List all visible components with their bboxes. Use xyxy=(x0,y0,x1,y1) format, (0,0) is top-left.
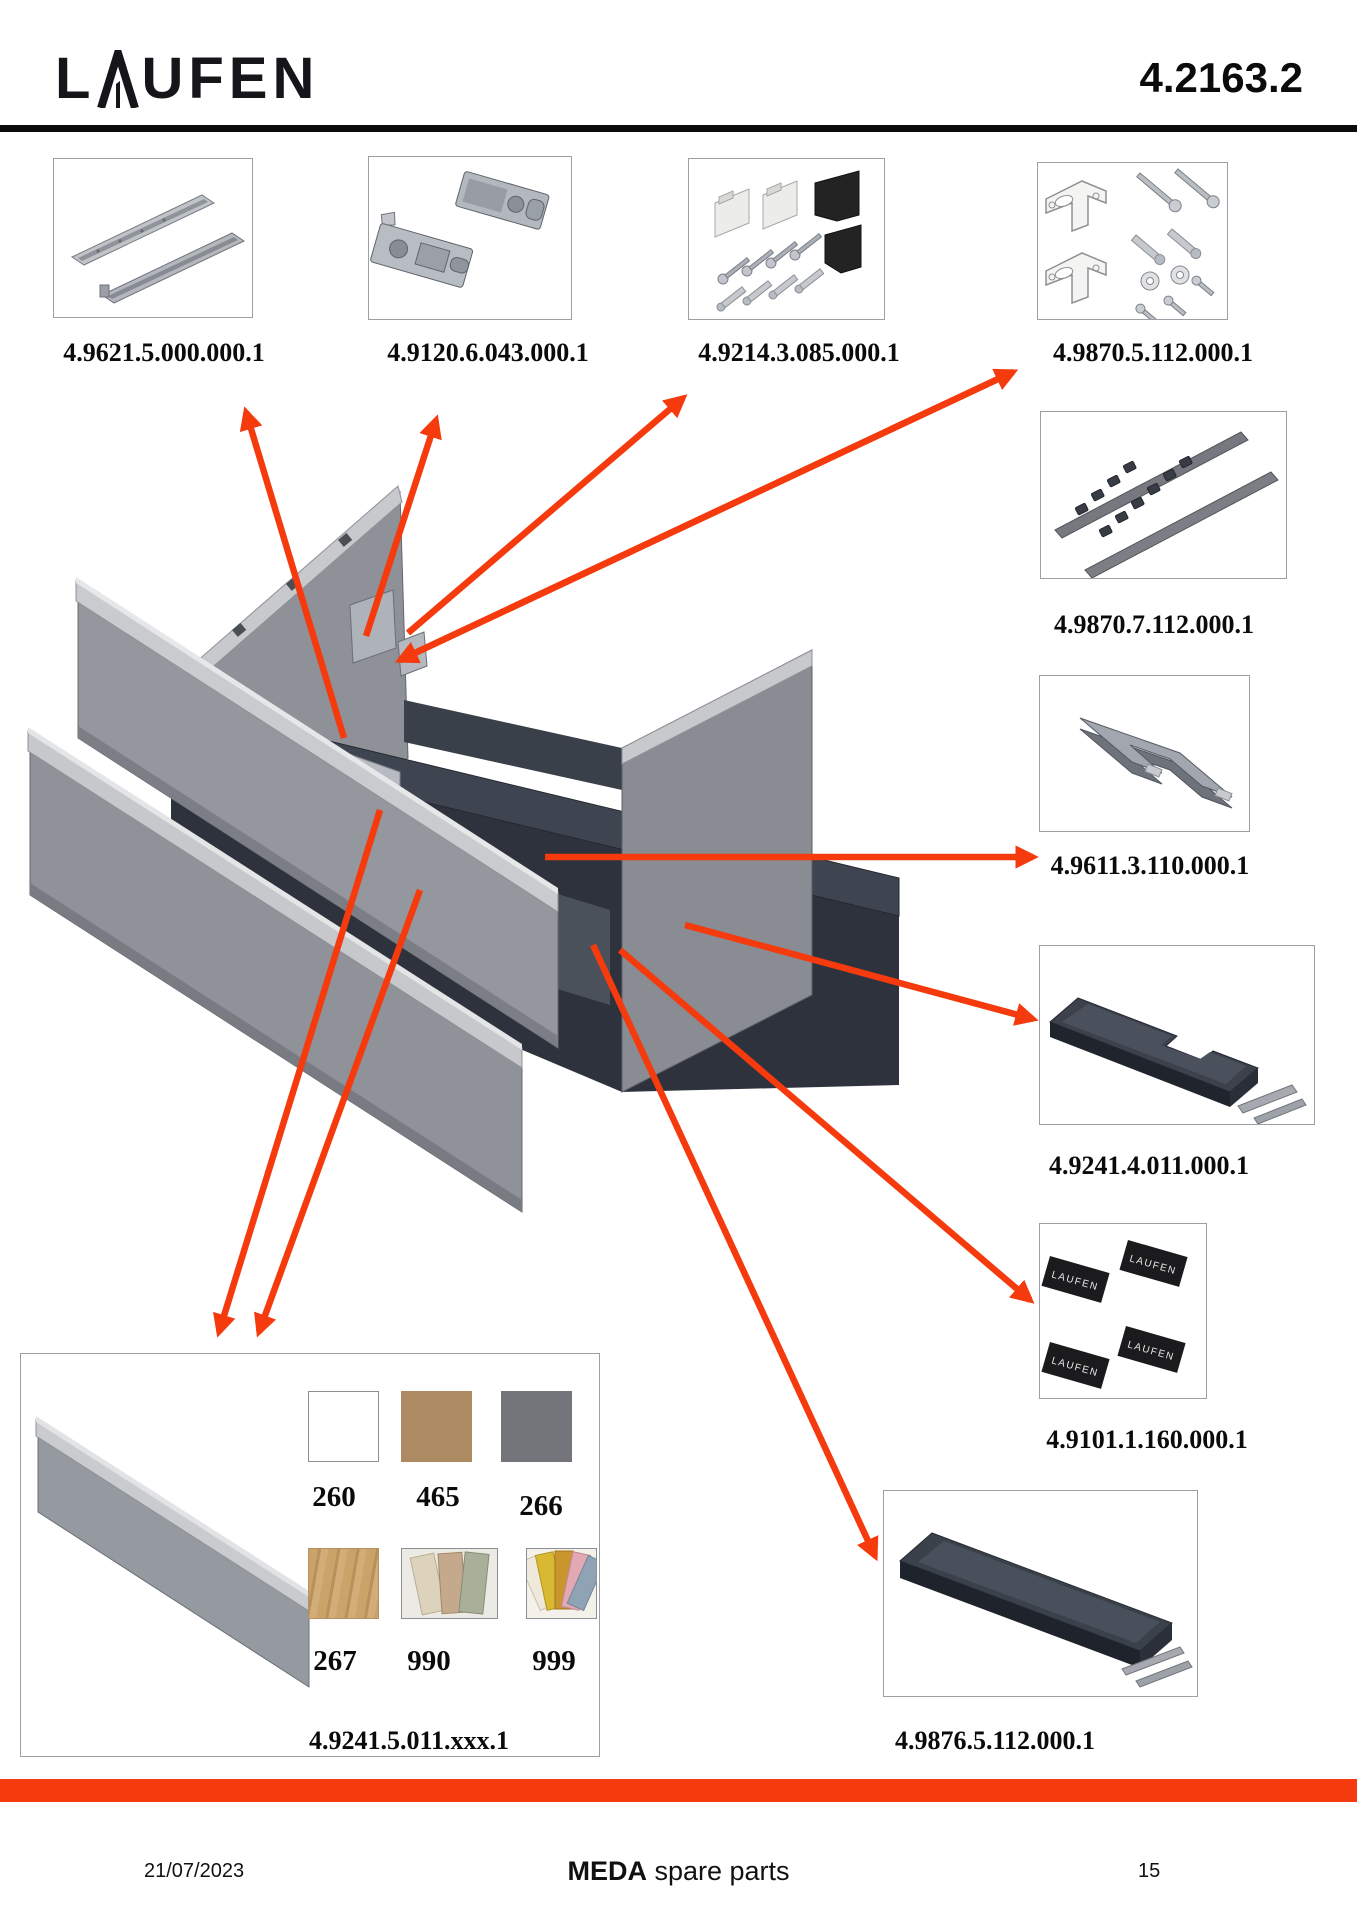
part-thumbnail-notched-tray xyxy=(1039,945,1315,1125)
finish-swatch-267 xyxy=(308,1548,379,1619)
part-thumbnail-logo-plates: LAUFEN LAUFEN LAUFEN LAUFEN xyxy=(1039,1223,1207,1399)
finish-code: 260 xyxy=(312,1481,356,1513)
part-number: 4.9621.5.000.000.1 xyxy=(63,338,265,367)
part-number: 4.9611.3.110.000.1 xyxy=(1050,851,1250,880)
wall-hanger-fitting xyxy=(349,589,428,677)
footer-date: 21/07/2023 xyxy=(144,1860,245,1882)
finish-code: 999 xyxy=(532,1645,576,1677)
part-thumbnail-tray xyxy=(883,1490,1198,1697)
part-thumbnail-fitting xyxy=(368,156,572,320)
part-number: 4.9101.1.160.000.1 xyxy=(1046,1425,1248,1454)
footer-title-rest: spare parts xyxy=(646,1856,790,1886)
upper-drawer-front xyxy=(75,577,559,1049)
part-number: 4.9870.7.112.000.1 xyxy=(1053,610,1255,639)
finish-code: 990 xyxy=(407,1645,451,1677)
part-thumbnail-bracket-kit xyxy=(1037,162,1228,320)
finish-code: 465 xyxy=(416,1481,460,1513)
part-number: 4.9241.4.011.000.1 xyxy=(1048,1151,1250,1180)
logo-a-icon xyxy=(97,50,140,108)
tray-icon xyxy=(899,1532,1193,1688)
lower-drawer-front xyxy=(27,727,523,1213)
finish-swatch-999 xyxy=(526,1548,597,1619)
finish-swatch-465 xyxy=(401,1391,472,1462)
finish-code: 266 xyxy=(519,1490,563,1522)
part-number: 4.9120.6.043.000.1 xyxy=(387,338,589,367)
logo-plates-icon: LAUFEN LAUFEN LAUFEN LAUFEN xyxy=(1041,1240,1188,1389)
header-rule xyxy=(0,125,1357,132)
footer-page-number: 15 xyxy=(1138,1860,1161,1882)
finish-code: 267 xyxy=(313,1645,357,1677)
bracket-kit-icon xyxy=(1045,168,1220,319)
cabinet-carcass xyxy=(170,700,900,1092)
logo-letter: L xyxy=(55,46,96,111)
part-thumbnail-drawer-slides xyxy=(53,158,253,318)
part-number: 4.9876.5.112.000.1 xyxy=(894,1726,1096,1755)
logo-letters: UFEN xyxy=(141,46,320,111)
part-number: 4.9870.5.112.000.1 xyxy=(1052,338,1254,367)
notched-tray-icon xyxy=(1049,997,1307,1124)
footer-accent-bar xyxy=(0,1779,1357,1802)
fitting-icon xyxy=(370,171,550,288)
part-number: 4.9214.3.085.000.1 xyxy=(698,338,900,367)
u-box-icon xyxy=(1079,717,1233,809)
part-thumbnail-screw-kit xyxy=(688,158,885,320)
screw-kit-icon xyxy=(714,170,862,312)
finish-options-box: 260 465 266 267 990 999 4.9241.5.011.xxx… xyxy=(20,1353,600,1757)
document-number: 4.2163.2 xyxy=(1139,54,1304,101)
finish-swatch-266 xyxy=(501,1391,572,1462)
finish-swatch-990 xyxy=(401,1548,498,1619)
part-thumbnail-rails-clips xyxy=(1040,411,1287,579)
rails-clips-icon xyxy=(1054,431,1279,578)
footer-title: MEDA spare parts xyxy=(0,1856,1357,1887)
cabinet-back-panel xyxy=(164,485,409,963)
laufen-logo: L UFEN xyxy=(55,50,319,108)
cabinet-side-panel xyxy=(621,649,813,1093)
part-thumbnail-u-box xyxy=(1039,675,1250,832)
finish-swatch-260 xyxy=(308,1391,379,1462)
part-number: 4.9241.5.011.xxx.1 xyxy=(308,1726,510,1755)
footer-title-bold: MEDA xyxy=(567,1856,647,1886)
drawer-slides-icon xyxy=(70,194,246,304)
